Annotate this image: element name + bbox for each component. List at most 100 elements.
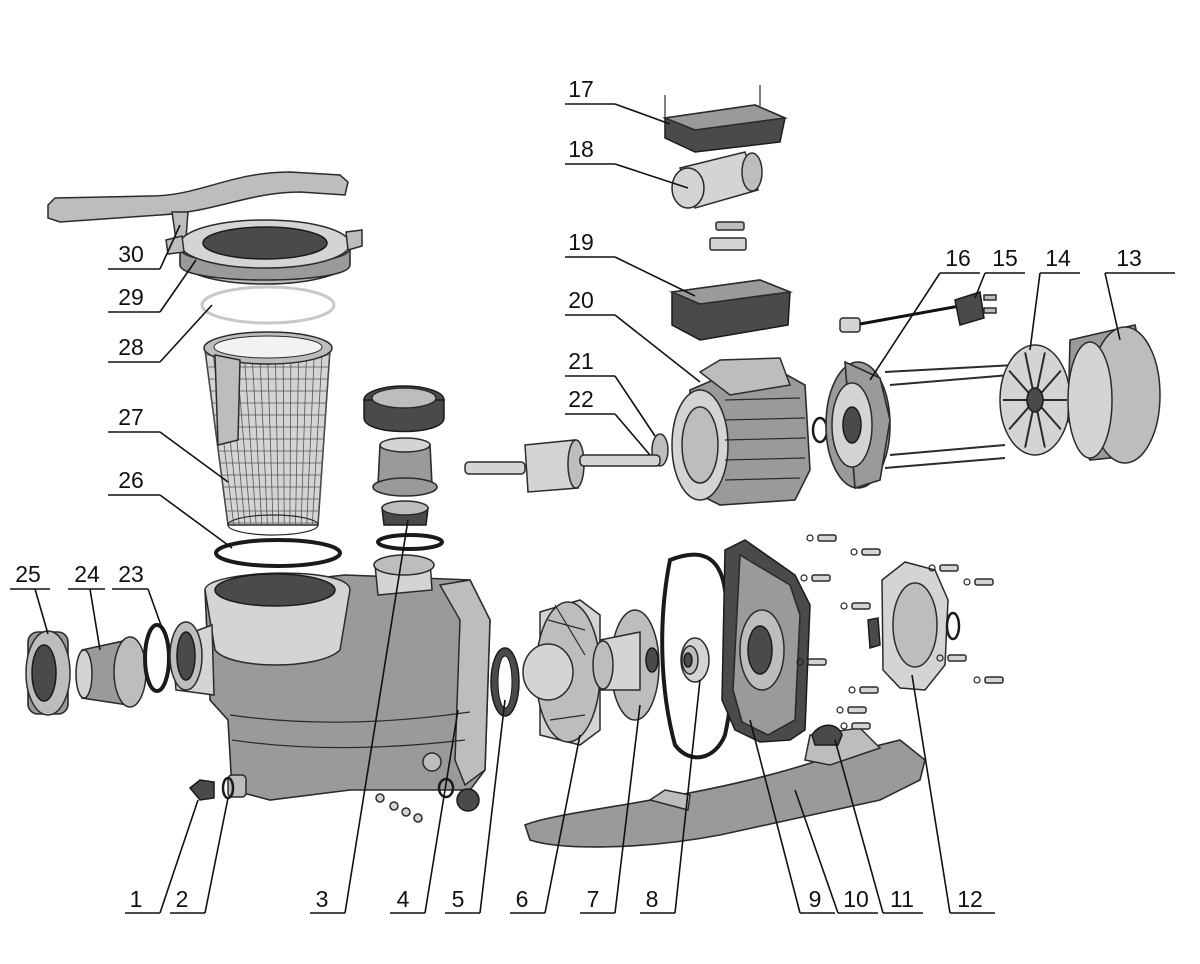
part-number-label: 27 — [118, 404, 144, 430]
part-number-label: 15 — [992, 245, 1018, 271]
callout-part-19: 19 — [565, 229, 696, 297]
callout-leader-line — [834, 739, 884, 914]
callout-leader-line — [911, 674, 951, 914]
part-strainer-basket-drawing — [203, 331, 333, 536]
callout-leader-line — [614, 256, 696, 297]
callout-leader-line — [974, 272, 986, 299]
callout-part-14: 14 — [1029, 245, 1080, 351]
callout-part-3: 3 — [310, 519, 409, 914]
callout-part-22: 22 — [565, 386, 651, 456]
callout-part-13: 13 — [1104, 245, 1175, 341]
callout-part-1: 1 — [125, 799, 199, 914]
part-number-label: 14 — [1045, 245, 1071, 271]
part-number-label: 18 — [568, 136, 594, 162]
callout-part-11: 11 — [834, 739, 923, 914]
part-rotor-shaft-drawing — [464, 439, 661, 493]
callout-leader-line — [544, 734, 581, 914]
part-number-label: 29 — [118, 284, 144, 310]
part-base-foot-drawing — [524, 727, 926, 848]
callout-part-9: 9 — [749, 719, 835, 914]
part-diffuser-drawing — [522, 599, 601, 746]
callout-part-23: 23 — [112, 561, 163, 629]
callout-leader-line — [614, 314, 701, 383]
part-impeller-drawing — [592, 609, 660, 721]
callout-leader-line — [674, 679, 701, 914]
callout-leader-line — [204, 797, 229, 914]
part-number-label: 4 — [397, 886, 410, 912]
part-drain-plug-drawing — [188, 779, 215, 801]
callout-part-18: 18 — [565, 136, 689, 189]
part-number-label: 28 — [118, 334, 144, 360]
part-power-cord-drawing — [839, 291, 997, 333]
part-number-label: 11 — [890, 886, 914, 912]
callout-leader-line — [869, 272, 941, 381]
part-terminal-block-drawing — [709, 221, 747, 251]
part-union-nut-drawing — [25, 630, 71, 716]
callout-part-25: 25 — [10, 561, 50, 635]
part-number-label: 1 — [130, 886, 143, 912]
part-seal-plate-drawing — [721, 539, 811, 743]
part-motor-flange-drawing — [825, 360, 1016, 490]
part-adapter-group-drawing — [363, 385, 445, 551]
part-end-plate-drawing — [867, 561, 961, 691]
part-number-label: 6 — [516, 886, 529, 912]
callout-leader-line — [614, 163, 689, 189]
part-number-label: 10 — [843, 886, 869, 912]
part-number-label: 12 — [957, 886, 983, 912]
callout-leader-line — [89, 588, 101, 651]
callout-part-16: 16 — [869, 245, 980, 381]
callout-part-7: 7 — [580, 704, 641, 914]
part-number-label: 16 — [945, 245, 971, 271]
part-number-label: 7 — [587, 886, 600, 912]
callout-leader-line — [159, 259, 197, 313]
callout-leader-line — [614, 103, 671, 125]
callout-leader-line — [159, 799, 199, 914]
part-terminal-box-base-drawing — [669, 279, 794, 341]
callout-part-26: 26 — [108, 467, 233, 549]
part-cover-seal-drawing — [200, 285, 336, 325]
callout-part-2: 2 — [170, 797, 229, 914]
callout-part-8: 8 — [640, 679, 701, 914]
part-fan-drawing — [999, 344, 1071, 456]
part-number-label: 30 — [118, 241, 144, 267]
callout-part-28: 28 — [108, 304, 213, 363]
part-small-fittings-drawing — [375, 777, 480, 823]
callout-leader-line — [614, 704, 641, 914]
callout-part-4: 4 — [390, 709, 459, 914]
callout-part-10: 10 — [794, 789, 878, 914]
part-number-label: 19 — [568, 229, 594, 255]
part-number-label: 23 — [118, 561, 144, 587]
callout-leader-line — [794, 789, 839, 914]
callout-leader-line — [159, 494, 233, 549]
part-number-label: 26 — [118, 467, 144, 493]
part-union-tail-drawing — [75, 636, 147, 708]
callout-part-5: 5 — [445, 699, 506, 914]
callout-part-27: 27 — [108, 404, 229, 483]
part-capacitor-drawing — [671, 151, 763, 209]
callout-leader-line — [159, 304, 213, 363]
part-number-label: 24 — [74, 561, 100, 587]
callout-part-17: 17 — [565, 76, 671, 125]
callout-leader-line — [1029, 272, 1041, 351]
part-lid-oring-drawing — [214, 538, 342, 568]
callout-leader-line — [34, 588, 49, 635]
part-pump-body-drawing — [169, 554, 491, 801]
part-fan-cover-drawing — [1067, 324, 1161, 464]
part-number-label: 25 — [15, 561, 41, 587]
part-number-label: 8 — [646, 886, 659, 912]
part-rubber-foot-drawing — [811, 724, 843, 746]
part-number-label: 22 — [568, 386, 594, 412]
part-number-label: 20 — [568, 287, 594, 313]
callout-part-6: 6 — [510, 734, 581, 914]
part-number-label: 2 — [176, 886, 189, 912]
callout-part-29: 29 — [108, 259, 197, 313]
part-union-oring-drawing — [143, 623, 171, 693]
part-terminal-box-cover-drawing — [661, 85, 788, 153]
part-number-label: 13 — [1116, 245, 1142, 271]
callout-leader-line — [344, 519, 409, 914]
part-bolts-drawing — [796, 534, 1004, 730]
part-number-label: 9 — [809, 886, 822, 912]
